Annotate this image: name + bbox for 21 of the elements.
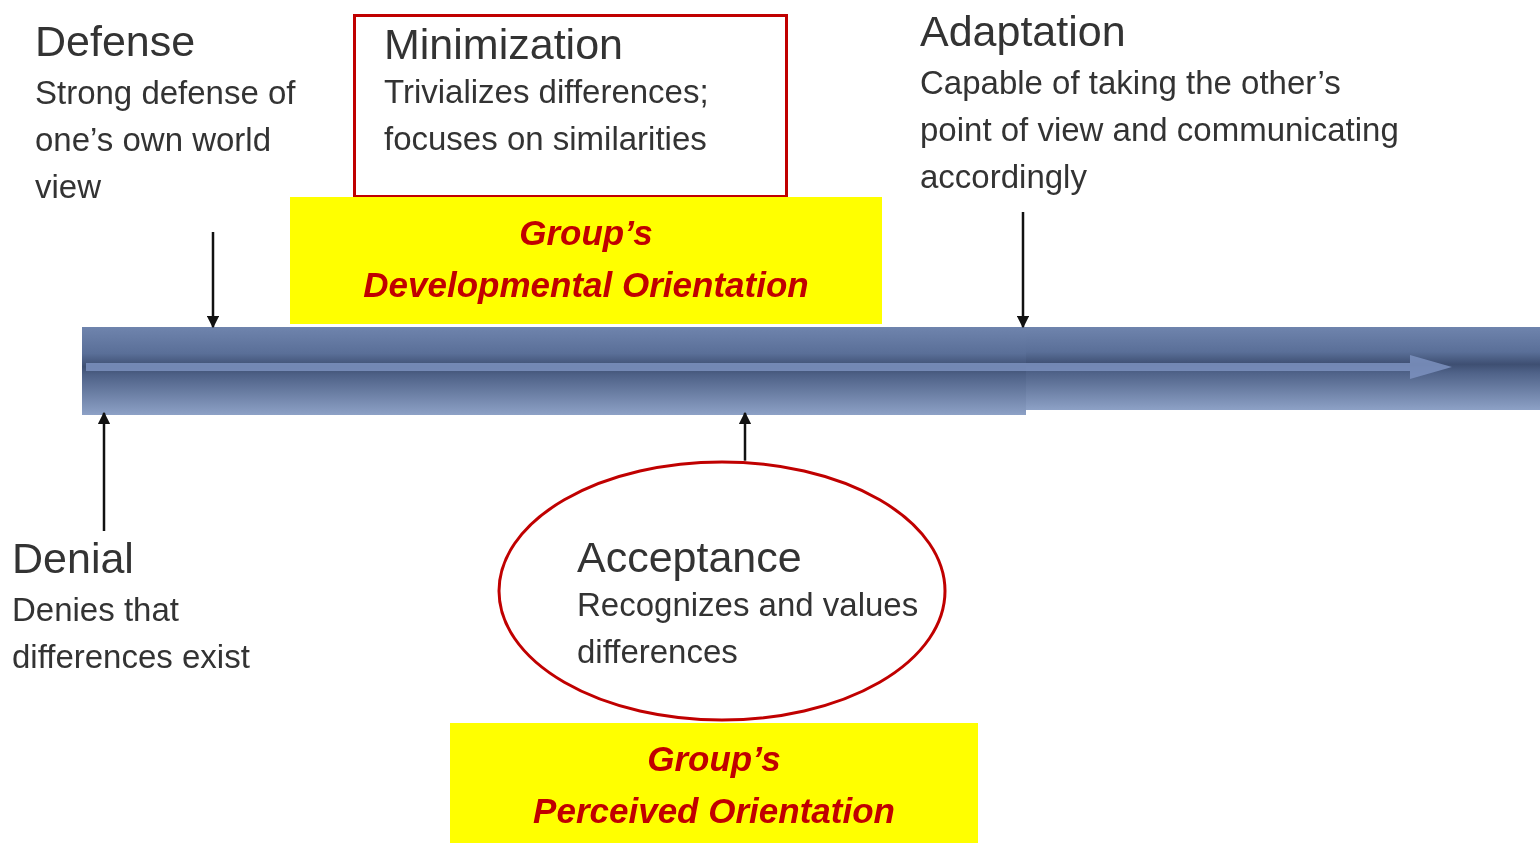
- orientation-label: Group’s: [646, 738, 782, 780]
- stage-description: Capable of taking the other’s point of view and communicating accordingly: [920, 63, 1400, 198]
- stage-title: Defense: [35, 18, 197, 66]
- orientation-label: Group’s: [518, 212, 654, 254]
- stage-title: Denial: [12, 535, 135, 583]
- stage-description: Recognizes and values differences: [577, 585, 920, 673]
- arrow: [738, 411, 752, 461]
- arrow: [1016, 212, 1030, 329]
- stage-description: Trivializes differences; focuses on similarities: [384, 72, 710, 160]
- stage-description: Denies that differences exist: [12, 590, 251, 678]
- stage-description: Strong defense of one’s own world view: [35, 73, 297, 208]
- label-box: [450, 723, 978, 843]
- continuum-bar: [82, 327, 1540, 415]
- stage-title: Minimization: [384, 21, 624, 69]
- orientation-label: Developmental Orientation: [362, 264, 810, 306]
- label-box: [290, 197, 882, 324]
- orientation-label: Perceived Orientation: [532, 790, 896, 832]
- stage-title: Acceptance: [577, 534, 803, 582]
- arrow: [206, 232, 220, 329]
- arrow: [97, 411, 111, 531]
- stage-title: Adaptation: [920, 8, 1127, 56]
